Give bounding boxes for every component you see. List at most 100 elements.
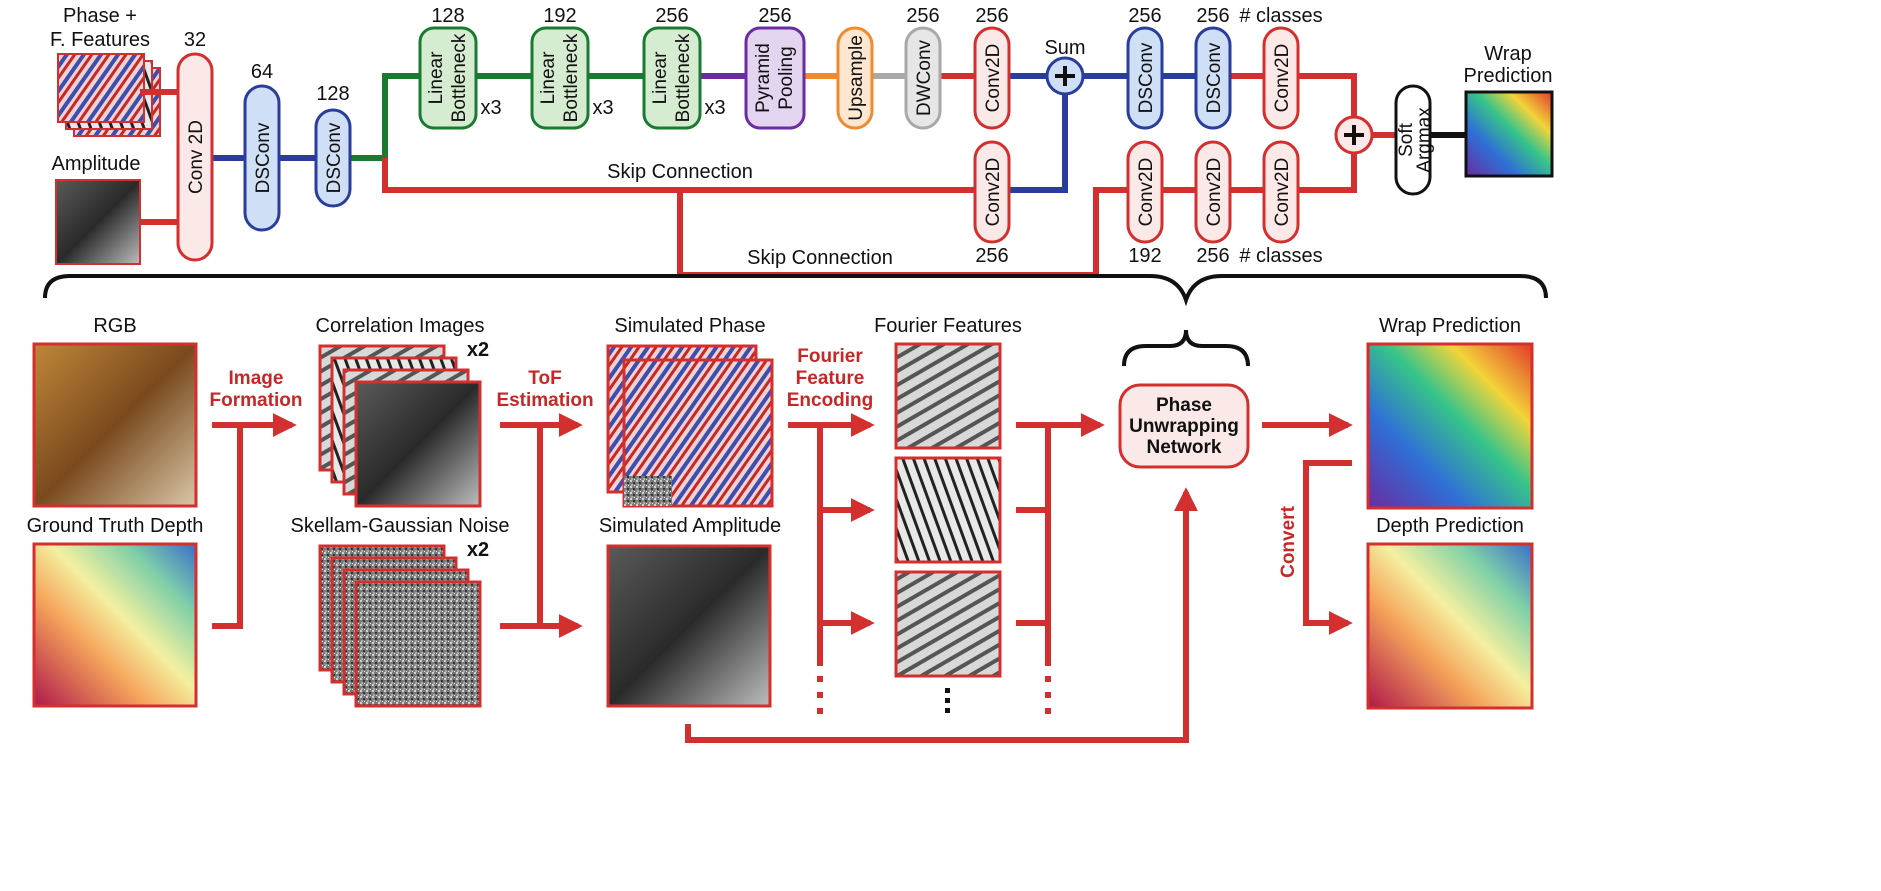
channels-256f: 256: [1196, 5, 1229, 27]
amplitude-feed-arrow: [685, 487, 1198, 743]
channels-128b: 128: [431, 5, 464, 27]
tof-estimation-label-2: Estimation: [496, 390, 593, 411]
soft-argmax-block: Soft Argmax: [1394, 84, 1435, 196]
svg-text:Network: Network: [1147, 437, 1222, 458]
svg-text:Phase: Phase: [1156, 395, 1212, 416]
network-connections: [140, 73, 1466, 278]
svg-text:Bottleneck: Bottleneck: [561, 33, 582, 122]
simulated-phase-images: [606, 344, 774, 508]
wrap-prediction-top-label-1: Wrap: [1484, 43, 1531, 65]
svg-text:Linear: Linear: [538, 51, 559, 104]
conv2d-block-top: [973, 26, 1011, 130]
image-formation-label-1: Image: [229, 368, 284, 389]
dsconv-block-2: [314, 108, 352, 208]
channels-256b: 256: [758, 5, 791, 27]
conv2d-bottom-3-label: Conv2D: [1272, 158, 1293, 227]
channels-bottom-256: 256: [1196, 245, 1229, 267]
conv2d-skip-label: Conv2D: [983, 158, 1004, 227]
dsconv-block-4: [1194, 26, 1232, 130]
wrap-prediction-label: Wrap Prediction: [1379, 315, 1521, 337]
conv2d-top-label: Conv2D: [983, 44, 1004, 113]
channels-256a: 256: [655, 5, 688, 27]
dsconv-4-label: DSConv: [1204, 42, 1225, 113]
channels-bottom-192: 192: [1128, 245, 1161, 267]
network-brace: [43, 274, 1548, 307]
simulated-amplitude-label: Simulated Amplitude: [599, 515, 781, 537]
dsconv-block-1: [243, 84, 281, 232]
image-formation-arrow: [212, 413, 297, 629]
svg-text:Argmax: Argmax: [1414, 107, 1435, 173]
phase-unwrapping-network-box: Phase Unwrapping Network: [1118, 383, 1250, 469]
amplitude-input-thumbnail: [55, 179, 141, 265]
phase-input-label-1: Phase +: [63, 5, 137, 27]
linear-bottleneck-block-3: Linear Bottleneck: [642, 26, 702, 130]
repeat-x3-3: x3: [704, 97, 725, 119]
channels-256c: 256: [906, 5, 939, 27]
fourier-feature-images: [894, 342, 1002, 678]
repeat-x3-2: x3: [592, 97, 613, 119]
conv2d-bottom-1-label: Conv2D: [1136, 158, 1157, 227]
conv2d-bottom-2-label: Conv2D: [1204, 158, 1225, 227]
ground-truth-depth-label: Ground Truth Depth: [27, 515, 204, 537]
sum-node: [1045, 56, 1085, 96]
classes-top-label: # classes: [1239, 5, 1322, 27]
classes-bottom-label: # classes: [1239, 245, 1322, 267]
rgb-image: [32, 342, 198, 508]
linear-bottleneck-block-1: Linear Bottleneck: [418, 26, 478, 130]
channels-32: 32: [184, 29, 206, 51]
dwconv-label: DWConv: [914, 39, 935, 116]
conv2d-classes-top-label: Conv2D: [1272, 44, 1293, 113]
upsample-block: [836, 26, 874, 130]
fourier-encoding-arrows: [788, 413, 875, 666]
simulated-amplitude-image: [606, 544, 772, 708]
conv2d-block-bottom-2: [1194, 140, 1232, 244]
svg-text:Pooling: Pooling: [776, 46, 797, 109]
tof-estimation-label-1: ToF: [528, 368, 561, 389]
convert-label: Convert: [1278, 505, 1299, 577]
rgb-label: RGB: [93, 315, 136, 337]
fourier-features-label: Fourier Features: [874, 315, 1022, 337]
pyramid-pooling-block: Pyramid Pooling: [744, 26, 806, 130]
ground-truth-depth-image: [32, 542, 198, 708]
network-small-brace: [1122, 329, 1250, 367]
skip-connection-label-1: Skip Connection: [607, 161, 753, 183]
fourier-encoding-label-1: Fourier: [797, 346, 863, 367]
depth-prediction-label: Depth Prediction: [1376, 515, 1524, 537]
phase-input-thumbnails: [57, 53, 161, 137]
correlation-images-label: Correlation Images: [316, 315, 485, 337]
fourier-features-collect-arrow: [1016, 413, 1105, 666]
wrap-prediction-image: [1366, 342, 1534, 510]
svg-text:Linear: Linear: [426, 51, 447, 104]
skip-connection-label-2: Skip Connection: [747, 247, 893, 269]
dsconv-3-label: DSConv: [1136, 42, 1157, 113]
svg-text:Linear: Linear: [650, 51, 671, 104]
dsconv-2-label: DSConv: [324, 122, 345, 193]
noise-x2-label: x2: [467, 539, 489, 561]
simulated-phase-label: Simulated Phase: [614, 315, 765, 337]
wrap-prediction-top-label-2: Prediction: [1464, 65, 1553, 87]
repeat-x3-1: x3: [480, 97, 501, 119]
svg-text:Bottleneck: Bottleneck: [673, 33, 694, 122]
correlation-images-stack: [318, 344, 482, 508]
channels-256d: 256: [975, 5, 1008, 27]
dwconv-block: [904, 26, 942, 130]
conv2d-block-first: [176, 52, 214, 262]
fourier-encoding-dots: [817, 676, 823, 714]
svg-text:Bottleneck: Bottleneck: [449, 33, 470, 122]
conv2d-block-skip: [973, 140, 1011, 244]
channels-skip-256: 256: [975, 245, 1008, 267]
channels-128a: 128: [316, 83, 349, 105]
add-node: [1334, 115, 1374, 155]
conv2d-block-classes-top: [1262, 26, 1300, 130]
skellam-noise-label: Skellam-Gaussian Noise: [291, 515, 510, 537]
correlation-x2-label: x2: [467, 339, 489, 361]
linear-bottleneck-block-2: Linear Bottleneck: [530, 26, 590, 130]
amplitude-input-label: Amplitude: [52, 153, 141, 175]
fourier-feature-dots: [945, 688, 950, 713]
upsample-label: Upsample: [846, 35, 867, 121]
convert-arrow: [1303, 460, 1353, 635]
conv2d-first-label: Conv 2D: [186, 120, 207, 194]
svg-text:Unwrapping: Unwrapping: [1129, 416, 1239, 437]
wrap-prediction-top-thumbnail: [1464, 90, 1554, 178]
channels-192: 192: [543, 5, 576, 27]
